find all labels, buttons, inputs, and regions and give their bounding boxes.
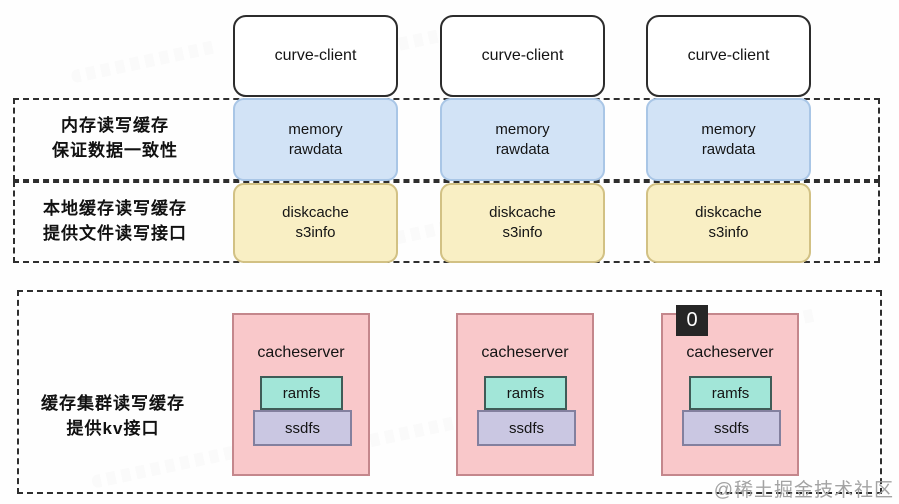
cacheserver-label: cacheserver bbox=[686, 344, 774, 361]
curve-client-box-3: curve-client bbox=[646, 15, 811, 97]
ramfs-box: ramfs bbox=[484, 376, 567, 410]
rawdata-label: rawdata bbox=[288, 140, 343, 158]
ssdfs-label: ssdfs bbox=[508, 419, 544, 437]
memory-rawdata-box-1: memory rawdata bbox=[233, 98, 398, 181]
watermark-smudge bbox=[70, 39, 220, 84]
cacheserver-label: cacheserver bbox=[481, 344, 569, 361]
cacheserver-label: cacheserver bbox=[257, 344, 345, 361]
ramfs-label: ramfs bbox=[282, 384, 321, 402]
curve-client-box-1: curve-client bbox=[233, 15, 398, 97]
diskcache-s3info-box-1: diskcache s3info bbox=[233, 183, 398, 263]
ssdfs-box: ssdfs bbox=[682, 410, 781, 446]
diskcache-s3info-box-3: diskcache s3info bbox=[646, 183, 811, 263]
memory-layer-label-line1: 内存读写缓存 bbox=[61, 116, 169, 135]
curve-client-label: curve-client bbox=[274, 47, 357, 64]
ramfs-label: ramfs bbox=[711, 384, 750, 402]
cluster-layer-label: 缓存集群读写缓存 提供kv接口 bbox=[8, 391, 218, 441]
curve-client-label: curve-client bbox=[687, 47, 770, 64]
memory-layer-label: 内存读写缓存 保证数据一致性 bbox=[10, 113, 220, 163]
diskcache-label: diskcache bbox=[489, 204, 556, 221]
diskcache-label: diskcache bbox=[695, 204, 762, 221]
memory-rawdata-box-3: memory rawdata bbox=[646, 98, 811, 181]
cacheserver-box-1: cacheserver ramfs ssdfs bbox=[232, 313, 370, 476]
cache-cluster-layer-band bbox=[17, 290, 882, 494]
ramfs-box: ramfs bbox=[689, 376, 772, 410]
s3info-label: s3info bbox=[708, 224, 749, 241]
local-cache-layer-label-line2: 提供文件读写接口 bbox=[43, 224, 187, 243]
ramfs-box: ramfs bbox=[260, 376, 343, 410]
memory-label: memory bbox=[288, 120, 343, 138]
diskcache-s3info-box-2: diskcache s3info bbox=[440, 183, 605, 263]
s3info-label: s3info bbox=[295, 224, 336, 241]
memory-label: memory bbox=[701, 120, 756, 138]
rawdata-label: rawdata bbox=[495, 140, 550, 158]
cacheserver-box-3: 0 cacheserver ramfs ssdfs bbox=[661, 305, 799, 476]
memory-layer-label-line2: 保证数据一致性 bbox=[52, 141, 178, 160]
memory-label: memory bbox=[495, 120, 550, 138]
ssdfs-box: ssdfs bbox=[477, 410, 576, 446]
ramfs-label: ramfs bbox=[506, 384, 545, 402]
local-cache-layer-label-line1: 本地缓存读写缓存 bbox=[43, 199, 187, 218]
curve-client-label: curve-client bbox=[481, 47, 564, 64]
cluster-layer-label-line2: 提供kv接口 bbox=[66, 419, 160, 438]
cluster-layer-label-line1: 缓存集群读写缓存 bbox=[41, 394, 185, 413]
diskcache-label: diskcache bbox=[282, 204, 349, 221]
curve-client-box-2: curve-client bbox=[440, 15, 605, 97]
rawdata-label: rawdata bbox=[701, 140, 756, 158]
s3info-label: s3info bbox=[502, 224, 543, 241]
ssdfs-label: ssdfs bbox=[284, 419, 320, 437]
juejin-community-watermark: @稀土掘金技术社区 bbox=[713, 480, 894, 501]
memory-rawdata-box-2: memory rawdata bbox=[440, 98, 605, 181]
cacheserver-box-2: cacheserver ramfs ssdfs bbox=[456, 313, 594, 476]
ssdfs-box: ssdfs bbox=[253, 410, 352, 446]
local-cache-layer-label: 本地缓存读写缓存 提供文件读写接口 bbox=[10, 196, 220, 246]
ssdfs-label: ssdfs bbox=[713, 419, 749, 437]
zero-count-badge: 0 bbox=[676, 305, 708, 336]
